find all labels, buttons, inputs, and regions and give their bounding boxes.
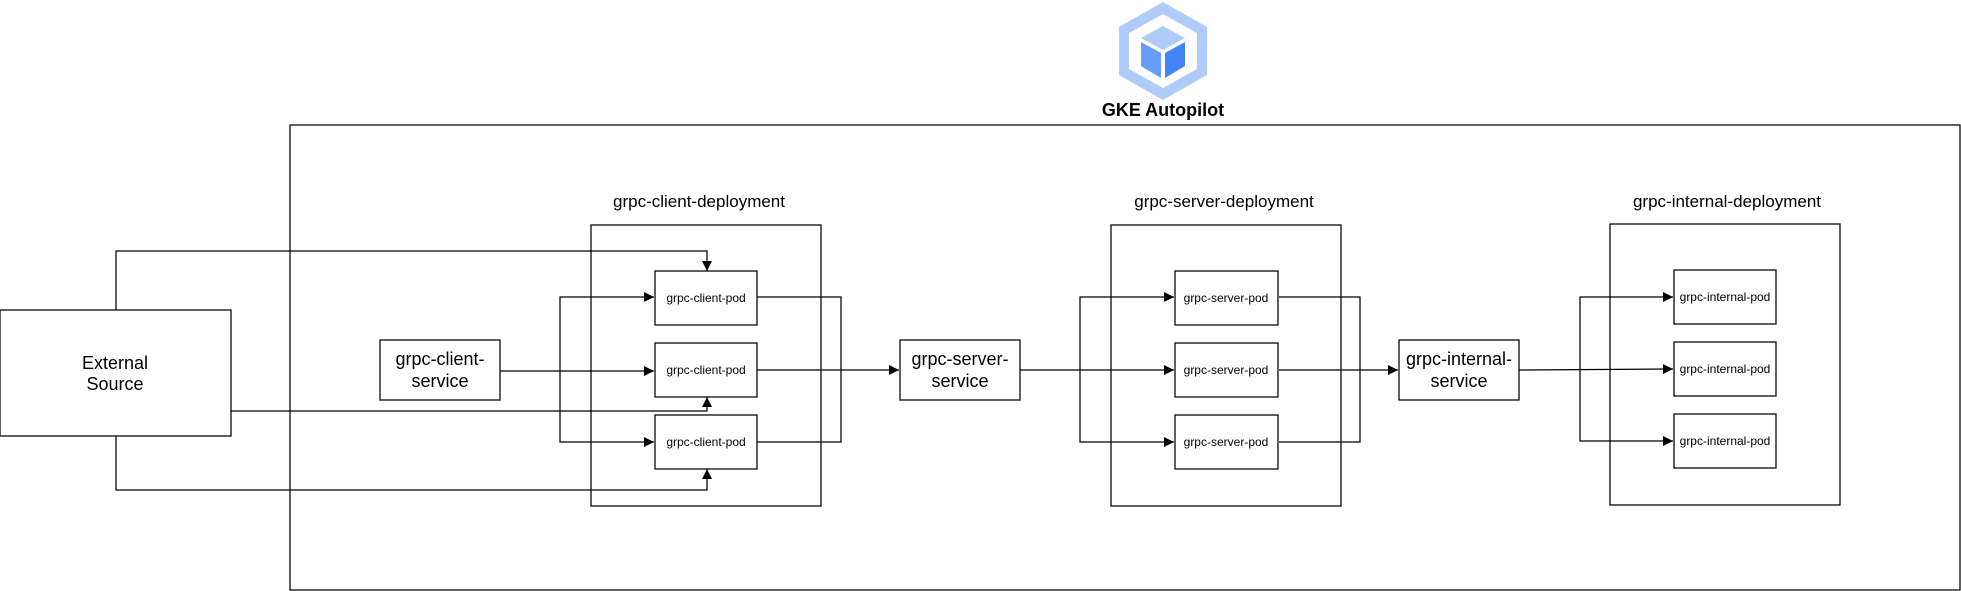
internal-pod-node: grpc-internal-pod bbox=[1673, 269, 1777, 325]
client-deployment-label: grpc-client-deployment bbox=[613, 192, 785, 211]
edge-client-service-to-pod-1 bbox=[559, 292, 654, 371]
server-pod-label: grpc-server-pod bbox=[1184, 291, 1269, 305]
server-pod-node: grpc-server-pod bbox=[1174, 342, 1279, 398]
internal-pod-node: grpc-internal-pod bbox=[1673, 341, 1777, 397]
internal-service-label-line2: service bbox=[1430, 371, 1487, 391]
client-service-node: grpc-client- service bbox=[379, 339, 501, 401]
client-pod-node: grpc-client-pod bbox=[654, 414, 758, 470]
edge-internal-service-to-pod-1 bbox=[1579, 292, 1673, 370]
client-pod-node: grpc-client-pod bbox=[654, 270, 758, 326]
cluster-frame bbox=[289, 124, 1961, 591]
internal-pod-label: grpc-internal-pod bbox=[1680, 290, 1771, 304]
edge-server-service-to-pod-1 bbox=[1079, 292, 1174, 370]
client-service-label-line1: grpc-client- bbox=[395, 349, 484, 369]
server-service-node: grpc-server- service bbox=[899, 339, 1021, 401]
server-pod-node: grpc-server-pod bbox=[1174, 414, 1279, 470]
edge-server-service-to-pod-3 bbox=[1079, 370, 1174, 447]
edge-client-service-to-pod-3 bbox=[559, 371, 654, 447]
internal-service-label-line1: grpc-internal- bbox=[1406, 349, 1512, 369]
client-pod-label: grpc-client-pod bbox=[666, 435, 745, 449]
diagram-title: GKE Autopilot bbox=[1102, 100, 1224, 120]
server-pod-label: grpc-server-pod bbox=[1184, 435, 1269, 449]
client-deployment-frame bbox=[590, 224, 822, 507]
internal-pod-label: grpc-internal-pod bbox=[1680, 362, 1771, 376]
gke-cube-icon bbox=[1119, 2, 1207, 100]
server-deployment-frame bbox=[1110, 224, 1342, 507]
server-service-label-line2: service bbox=[931, 371, 988, 391]
edge-external-to-client-pod-2 bbox=[231, 397, 712, 412]
internal-service-node: grpc-internal- service bbox=[1398, 339, 1520, 401]
edge-external-to-client-pod-1 bbox=[115, 250, 712, 310]
external-source-label-line2: Source bbox=[86, 374, 143, 394]
server-pod-node: grpc-server-pod bbox=[1174, 270, 1279, 326]
server-service-label-line1: grpc-server- bbox=[911, 349, 1008, 369]
external-source-node: External Source bbox=[0, 309, 232, 437]
internal-pod-node: grpc-internal-pod bbox=[1673, 413, 1777, 469]
client-pod-node: grpc-client-pod bbox=[654, 342, 758, 398]
internal-deployment-label: grpc-internal-deployment bbox=[1633, 192, 1821, 211]
internal-pod-label: grpc-internal-pod bbox=[1680, 434, 1771, 448]
external-source-label-line1: External bbox=[82, 353, 148, 373]
client-pod-label: grpc-client-pod bbox=[666, 291, 745, 305]
client-pod-label: grpc-client-pod bbox=[666, 363, 745, 377]
edge-external-to-client-pod-3 bbox=[115, 436, 712, 491]
edge-internal-service-to-pod-2 bbox=[1518, 364, 1674, 375]
internal-deployment-frame bbox=[1609, 223, 1841, 506]
client-service-label-line2: service bbox=[411, 371, 468, 391]
server-deployment-label: grpc-server-deployment bbox=[1134, 192, 1314, 211]
server-pod-label: grpc-server-pod bbox=[1184, 363, 1269, 377]
edge-internal-service-to-pod-3 bbox=[1579, 370, 1673, 446]
